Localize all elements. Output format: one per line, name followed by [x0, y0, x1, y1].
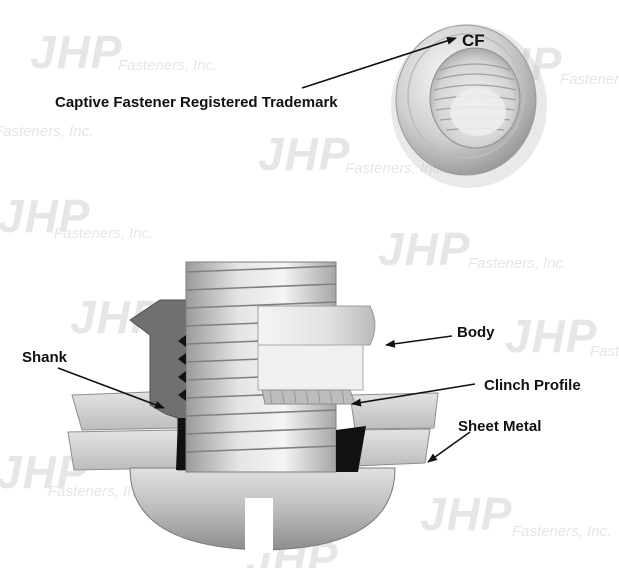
body-arrow — [385, 335, 453, 348]
label-sheet-metal: Sheet Metal — [458, 418, 541, 435]
fastener-body — [257, 305, 376, 472]
watermark-company: Fasteners, Inc. — [118, 57, 217, 74]
shank-arrow — [57, 367, 165, 409]
nut-end-view — [391, 24, 547, 188]
watermark: JHP Fasteners, Inc. — [258, 128, 444, 180]
watermark: JHP Fasteners, Inc. — [378, 223, 567, 275]
callout-arrows — [57, 36, 476, 463]
watermark-company: Fasteners, Inc. — [345, 160, 444, 177]
watermark-logo: JHP — [378, 223, 470, 275]
watermark-logo: JHP — [258, 128, 350, 180]
sheet-metal-arrow — [427, 431, 471, 463]
watermark-company: Fasteners, Inc. — [512, 523, 611, 540]
cf-trademark-mark: CF — [462, 31, 485, 50]
watermark-company: Fasteners, Inc. — [48, 483, 147, 500]
label-body: Body — [457, 324, 495, 341]
watermark: JHP Fasteners, Inc. — [30, 26, 217, 78]
knurl-lines — [269, 389, 345, 405]
watermark: JHP Fasteners, Inc. — [420, 488, 611, 540]
watermark-logo: JHP — [0, 190, 90, 242]
watermark: Fasteners, Inc. — [0, 123, 93, 140]
thread-teeth — [178, 335, 186, 401]
watermark-logo: JHP — [420, 488, 512, 540]
watermark: JHP Fasteners, Inc. — [505, 310, 619, 362]
label-clinch-profile: Clinch Profile — [484, 377, 581, 394]
watermark-logo: JHP — [505, 310, 597, 362]
clinch-profile-arrow — [351, 383, 476, 407]
watermark-company: Fasteners, Inc. — [0, 123, 93, 140]
watermark-company: Fasteners, Inc. — [590, 343, 619, 360]
label-trademark: Captive Fastener Registered Trademark — [55, 94, 338, 111]
trademark-arrow — [301, 36, 457, 89]
watermark-company: Fasteners, Inc. — [560, 71, 619, 88]
watermark-logo: JHP — [30, 26, 122, 78]
watermark-company: Fasteners, Inc. — [468, 255, 567, 272]
shank-section — [129, 299, 187, 471]
label-shank: Shank — [22, 349, 68, 366]
sheet-metal — [67, 390, 439, 471]
watermark: JHP Fasteners, Inc. — [0, 190, 153, 242]
watermark-company: Fasteners, Inc. — [54, 225, 153, 242]
fastener-head — [129, 467, 396, 553]
